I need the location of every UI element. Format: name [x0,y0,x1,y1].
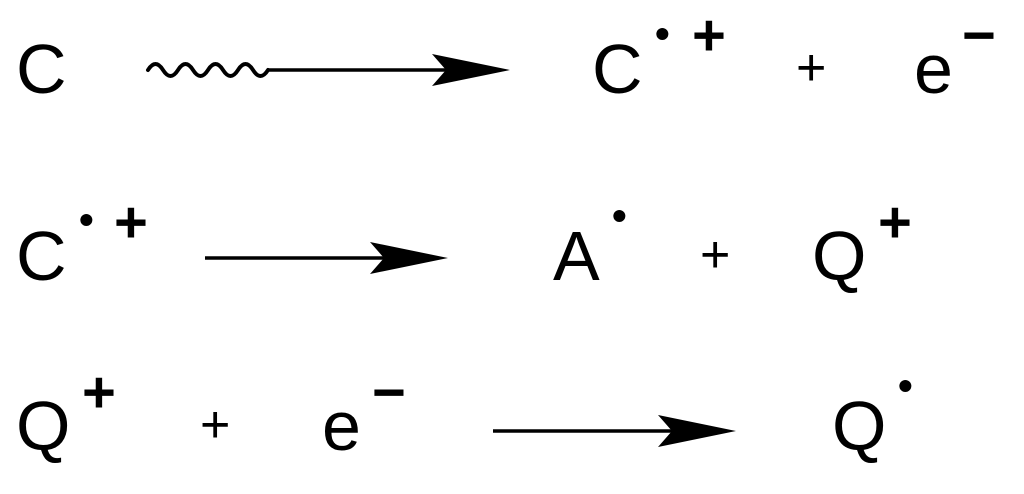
reaction-1: C C • + + e − [16,3,996,108]
r2-product-q: Q [812,217,866,295]
r3-product-q-radical: • [898,362,913,409]
r2-product-a: A [553,217,600,295]
r3-reactant-q-charge: + [82,360,116,425]
r1-electron: e [914,30,953,108]
r2-arrow-head [370,242,448,274]
r2-product-a-radical: • [612,192,627,239]
r2-reactant-charge: + [114,190,148,255]
r1-plus: + [796,39,826,97]
r3-electron: e [322,387,361,465]
r1-product-c: C [592,30,643,108]
r2-reactant-c: C [16,217,67,295]
r3-reactant-q: Q [16,387,70,465]
r2-product-q-charge: + [878,190,912,255]
r1-photo-wavy-line [146,62,270,78]
r3-product-q: Q [832,387,886,465]
r1-product-radical: • [655,10,670,57]
reaction-3: Q + + e − Q • [16,360,913,465]
r1-electron-charge: − [962,3,996,68]
r2-reactant-radical: • [79,196,94,243]
r3-electron-charge: − [372,360,406,425]
r3-arrow-head [658,415,736,447]
r1-reactant-c: C [16,30,67,108]
r2-plus: + [700,226,730,284]
r3-plus: + [200,396,230,454]
reaction-2: C • + A • + Q + [16,190,912,295]
r1-arrow-head [432,54,510,86]
r1-product-charge: + [692,3,726,68]
